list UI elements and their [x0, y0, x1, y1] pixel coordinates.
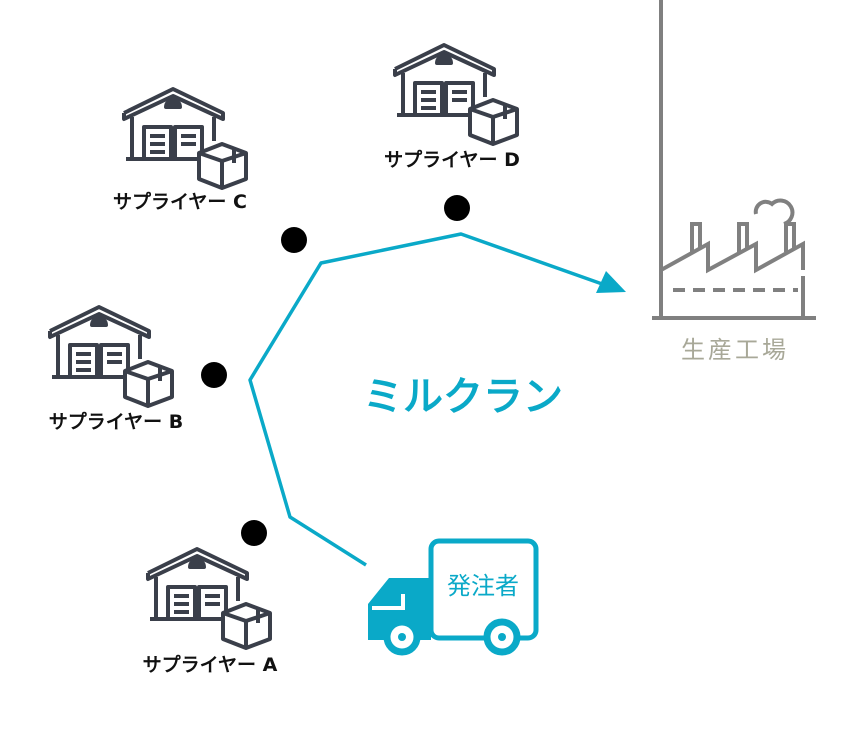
pickup-dot-d: [444, 195, 470, 221]
supplier-b-label: サプライヤー B: [49, 410, 184, 433]
pickup-dots: [201, 195, 470, 546]
supplier-c: サプライヤー C: [113, 87, 248, 213]
warehouse-icon: [48, 305, 174, 408]
supplier-a: サプライヤー A: [143, 547, 278, 676]
supplier-d-label: サプライヤー D: [384, 148, 520, 171]
supplier-c-label: サプライヤー C: [113, 190, 247, 213]
route-arrowhead: [596, 271, 626, 293]
factory-icon: [652, 0, 816, 320]
truck-icon: [368, 538, 539, 656]
supplier-d: サプライヤー D: [384, 43, 520, 171]
route-line: [248, 232, 606, 567]
route-label: ミルクラン: [363, 374, 563, 420]
warehouse-icon: [146, 547, 272, 650]
factory-label: 生産工場: [681, 336, 789, 364]
truck-label: 発注者: [447, 572, 519, 600]
pickup-dot-c: [281, 227, 307, 253]
factory: 生産工場: [652, 0, 816, 364]
warehouse-icon: [393, 43, 519, 146]
pickup-dot-b: [201, 362, 227, 388]
supplier-a-label: サプライヤー A: [143, 653, 278, 676]
truck: 発注者: [368, 538, 539, 656]
warehouse-icon: [122, 87, 248, 190]
supplier-b: サプライヤー B: [48, 305, 184, 433]
pickup-dot-a: [241, 520, 267, 546]
